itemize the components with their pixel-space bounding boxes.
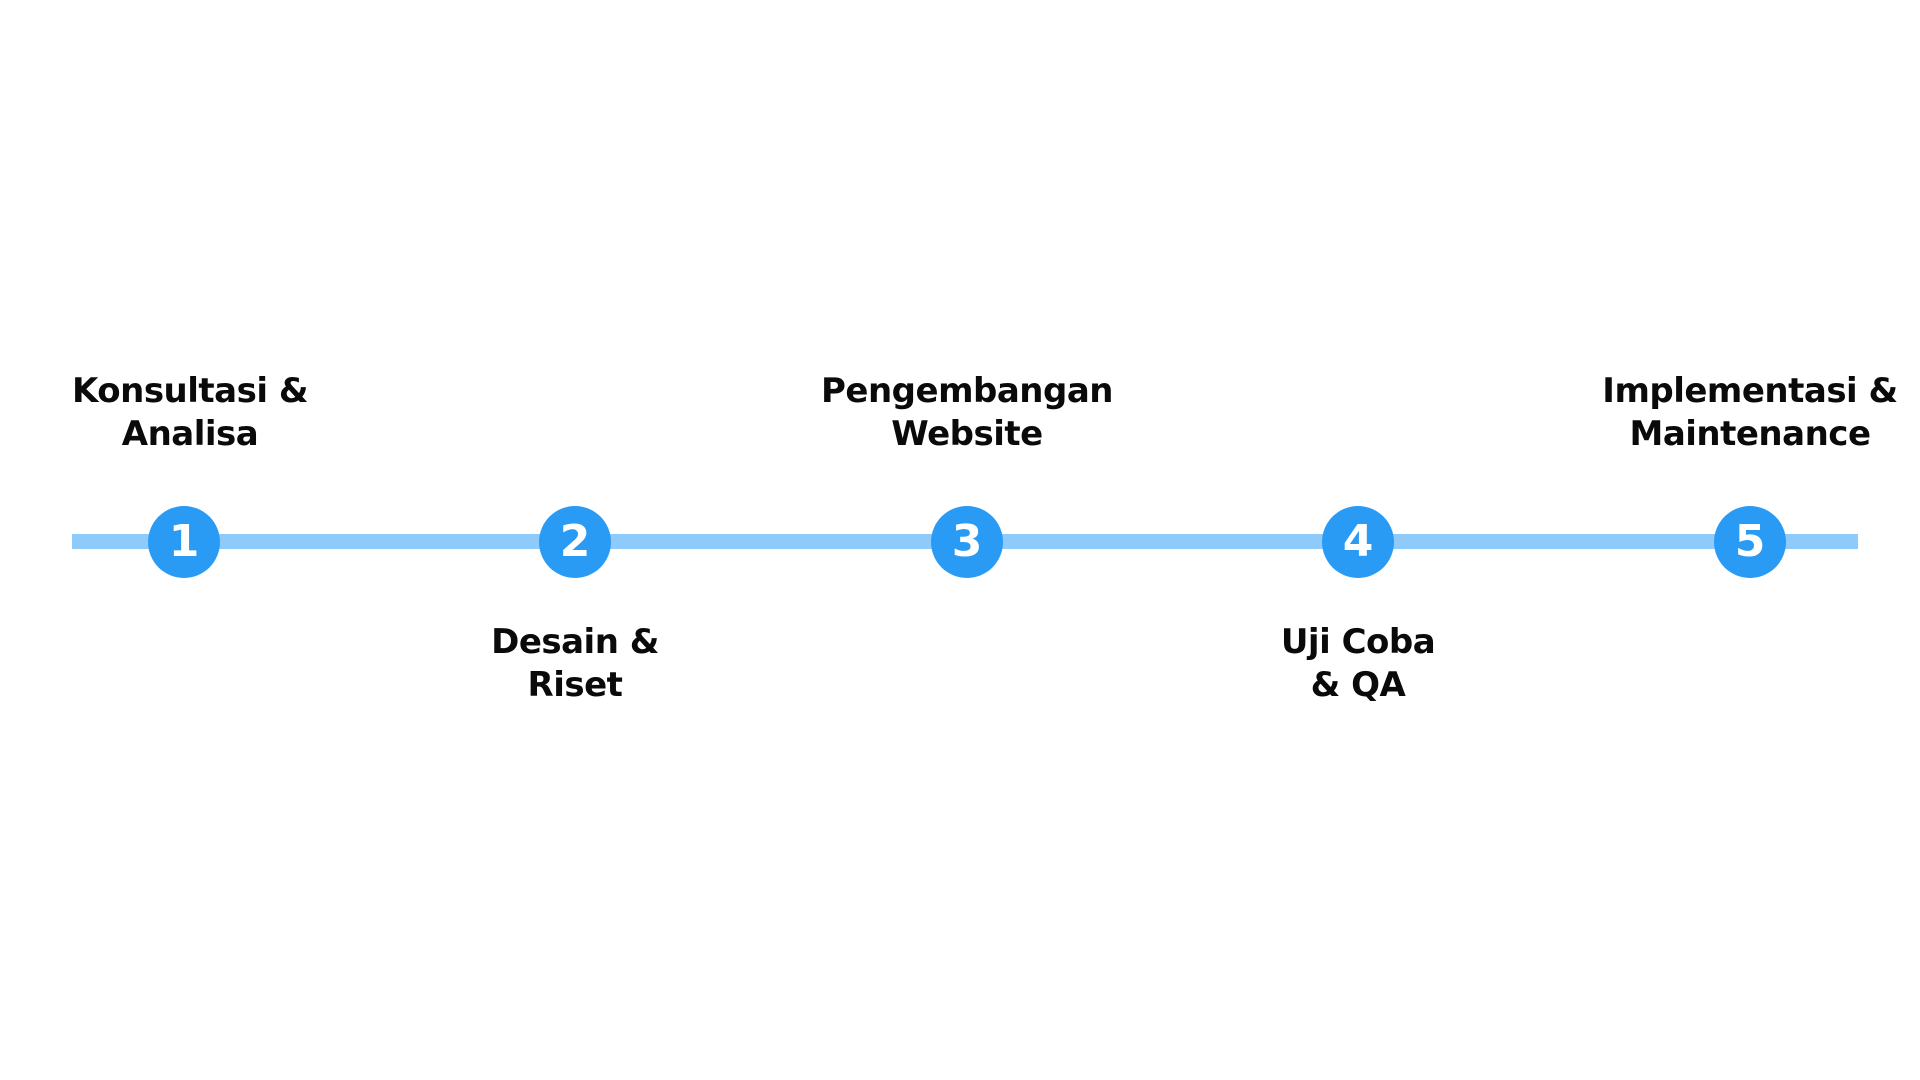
step-3-marker: 3 (931, 506, 1003, 578)
step-2-marker: 2 (539, 506, 611, 578)
step-5-marker: 5 (1714, 506, 1786, 578)
step-4-title-line1: Uji Coba (1280, 622, 1436, 662)
step-4-label: Uji Coba & QA (1198, 621, 1518, 707)
step-5-title-line2: Maintenance (1629, 414, 1871, 454)
step-1-title-line1: Konsultasi & (72, 371, 308, 411)
step-3-title-line1: Pengembangan (821, 371, 1113, 411)
step-1-title-line2: Analisa (121, 414, 259, 454)
step-3-title-line2: Website (891, 414, 1043, 454)
step-1-label: Konsultasi & Analisa (30, 370, 350, 456)
step-3-label: Pengembangan Website (807, 370, 1127, 456)
step-1-marker: 1 (148, 506, 220, 578)
step-4-marker: 4 (1322, 506, 1394, 578)
step-2-label: Desain & Riset (415, 621, 735, 707)
step-2-title-line1: Desain & (491, 622, 659, 662)
step-4-title-line2: & QA (1310, 665, 1406, 705)
step-5-label: Implementasi & Maintenance (1590, 370, 1910, 456)
step-2-title-line2: Riset (527, 665, 623, 705)
step-5-title-line1: Implementasi & (1602, 371, 1898, 411)
